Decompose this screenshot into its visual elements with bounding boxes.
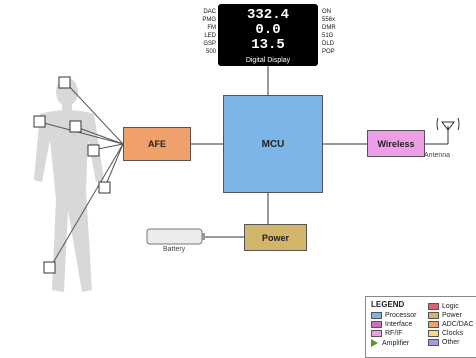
display-value-2: 0.0 bbox=[255, 22, 281, 38]
processor-swatch bbox=[371, 312, 382, 319]
legend-item-interface: Interface bbox=[371, 321, 412, 328]
legend-item-logic: Logic bbox=[428, 303, 459, 310]
antenna-label: Antenna bbox=[424, 152, 451, 159]
bus-lines bbox=[191, 66, 449, 238]
electrode-leg bbox=[43, 261, 56, 274]
display-left-label: 500 bbox=[205, 49, 216, 55]
display-caption: Digital Display bbox=[245, 57, 291, 64]
display-left-label: LED bbox=[204, 33, 216, 39]
other-swatch bbox=[428, 339, 439, 346]
legend-item-rfif: RF/IF bbox=[371, 330, 403, 337]
interface-swatch bbox=[371, 321, 382, 328]
display-right-label: POP bbox=[322, 49, 335, 55]
legend-label: Logic bbox=[442, 303, 459, 310]
display-right-label: 51G bbox=[322, 33, 334, 39]
display-right-label: ON bbox=[322, 9, 331, 15]
afe-block: AFE bbox=[123, 127, 191, 161]
antenna-icon bbox=[436, 117, 460, 131]
display-left-label: FM bbox=[207, 25, 216, 31]
adcdac-swatch bbox=[428, 321, 439, 328]
digital-display: 332.4 0.0 13.5 Digital Display bbox=[218, 4, 318, 66]
wireless-block: Wireless bbox=[367, 130, 425, 157]
display-value-1: 332.4 bbox=[246, 7, 289, 23]
legend-label: RF/IF bbox=[385, 330, 403, 337]
display-left-label: GSP bbox=[203, 41, 216, 47]
legend-item-clocks: Clocks bbox=[428, 330, 463, 337]
legend-label: Other bbox=[442, 339, 460, 346]
logic-swatch bbox=[428, 303, 439, 310]
clocks-swatch bbox=[428, 330, 439, 337]
display-right-label: DLD bbox=[322, 41, 335, 47]
sensor-leads bbox=[39, 82, 124, 269]
amplifier-triangle-icon bbox=[371, 339, 378, 347]
rfif-swatch bbox=[371, 330, 382, 337]
legend-label: Power bbox=[442, 312, 462, 319]
display-value-3: 13.5 bbox=[251, 37, 285, 53]
legend-item-adcdac: ADC/DAC bbox=[428, 321, 474, 328]
legend-item-processor: Processor bbox=[371, 312, 417, 319]
power-block: Power bbox=[244, 224, 307, 251]
legend-label: ADC/DAC bbox=[442, 321, 474, 328]
display-right-label: 556x bbox=[322, 17, 336, 23]
electrode-arm bbox=[87, 144, 100, 157]
mcu-block: MCU bbox=[223, 95, 323, 193]
electrode-shoulder-right bbox=[33, 115, 46, 128]
legend-label: Amplifier bbox=[382, 339, 410, 347]
electrodes bbox=[33, 76, 111, 274]
legend: LEGEND Processor Interface RF/IF Amplifi… bbox=[365, 296, 476, 358]
legend-label: Interface bbox=[385, 321, 413, 328]
human-body-figure bbox=[34, 78, 104, 292]
battery-label: Battery bbox=[163, 246, 186, 253]
display-left-label: PMG bbox=[202, 17, 216, 23]
legend-title: LEGEND bbox=[371, 300, 405, 309]
display-right-label: DMR bbox=[322, 25, 336, 31]
legend-item-amplifier: Amplifier bbox=[371, 339, 409, 347]
legend-item-other: Other bbox=[428, 339, 460, 346]
power-swatch bbox=[428, 312, 439, 319]
electrode-head bbox=[58, 76, 71, 89]
electrode-hand bbox=[98, 181, 111, 194]
legend-label: Clocks bbox=[442, 330, 464, 337]
electrode-chest bbox=[69, 120, 82, 133]
legend-label: Processor bbox=[385, 312, 417, 319]
battery-icon bbox=[146, 228, 205, 245]
legend-item-power: Power bbox=[428, 312, 462, 319]
display-left-label: DAC bbox=[203, 9, 216, 15]
